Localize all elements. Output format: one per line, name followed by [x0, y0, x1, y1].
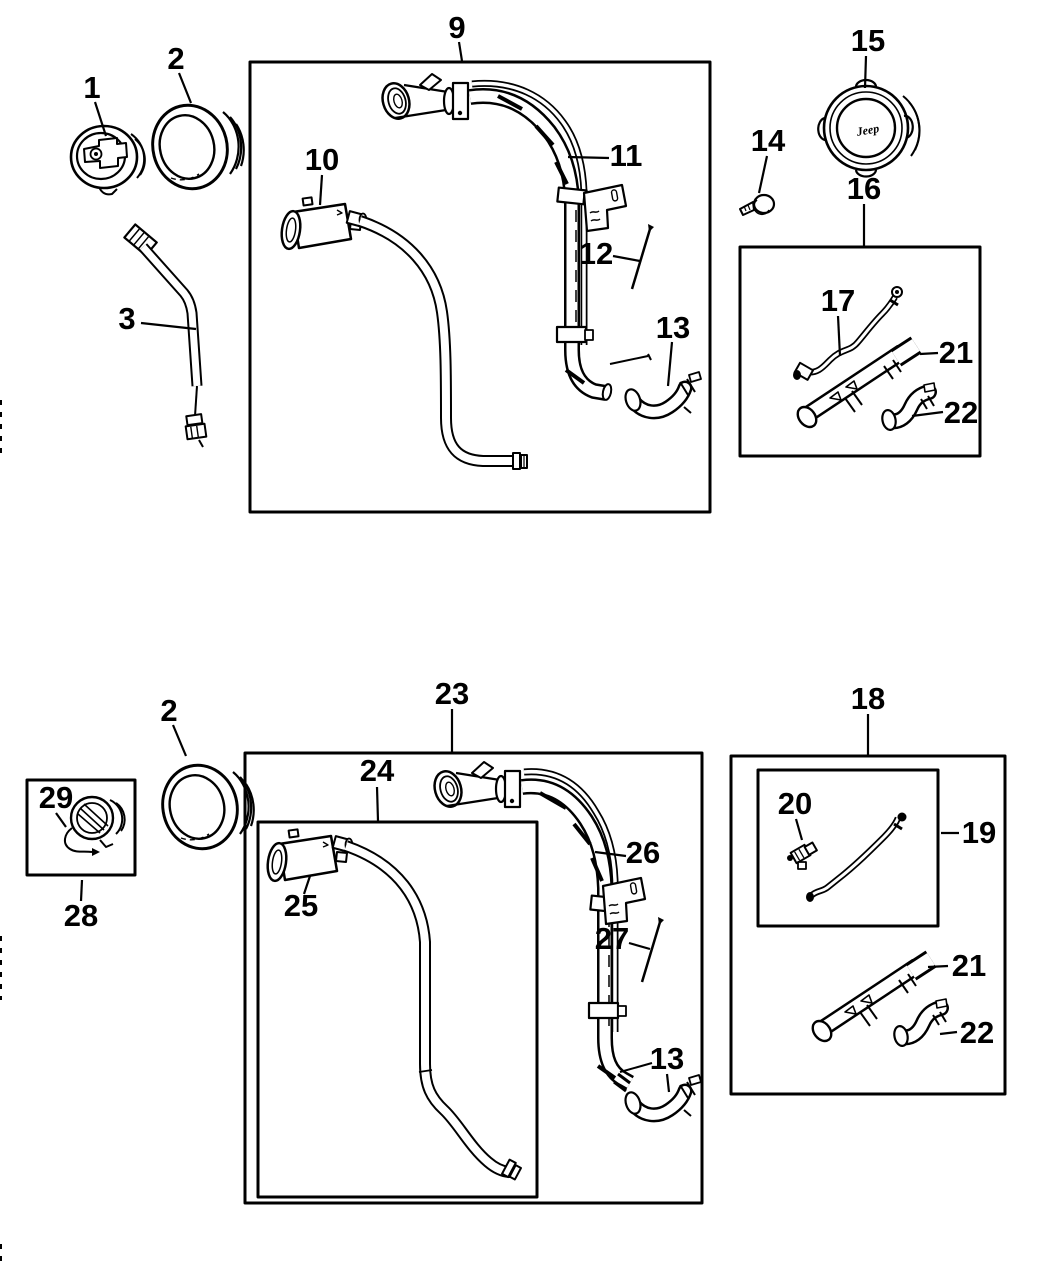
box-kit-28	[25, 778, 137, 877]
kit-28-contents	[64, 795, 126, 856]
part-17-vent-line	[793, 286, 903, 381]
part-22-elbow-hose-bottom	[893, 999, 947, 1047]
part-14-screw	[739, 193, 776, 216]
callout-1: 1	[83, 70, 100, 105]
leader-14	[757, 155, 769, 194]
box-assembly-23	[243, 751, 704, 1205]
callout-24: 24	[360, 753, 395, 788]
callout-15: 15	[851, 23, 885, 58]
leader-12	[612, 254, 641, 263]
leader-1	[93, 101, 108, 137]
part-23-filler-tube-assembly	[264, 760, 701, 1181]
part-20-connector	[787, 841, 818, 870]
leader-26	[594, 850, 627, 858]
leader-13-top	[666, 341, 674, 387]
part-13-elbow-hose-bottom	[623, 1075, 701, 1116]
part-29-cap-tether	[64, 795, 126, 856]
callout-19: 19	[962, 815, 996, 850]
kit-18-contents	[787, 812, 947, 1048]
filler-neck-mouth-bottom	[429, 760, 522, 812]
leader-20	[794, 818, 804, 841]
callout-20: 20	[778, 786, 812, 821]
leader-11	[567, 155, 610, 160]
leader-2-bottom	[171, 724, 188, 757]
part-9-filler-tube-assembly	[280, 73, 702, 470]
leader-17	[836, 315, 842, 357]
callout-10: 10	[305, 142, 339, 177]
callout-21-bottom: 21	[952, 948, 986, 983]
part-21-filler-tube-lower	[796, 336, 922, 429]
box-assembly-9	[248, 60, 712, 514]
leader-25	[302, 875, 312, 895]
callout-18: 18	[851, 681, 885, 716]
group-boxes	[25, 60, 1007, 1205]
leader-24	[375, 786, 380, 822]
part-27-rod	[640, 915, 666, 984]
cap-logo-text: Jeep	[854, 121, 880, 139]
leader-22-top	[911, 410, 944, 418]
leader-22-bottom	[939, 1030, 958, 1036]
part-2-seal-ring-bottom	[152, 755, 256, 859]
callout-labels: 1 2 3 9 10 11 12 13 14 15 16 17 21 22 2 …	[39, 10, 996, 1076]
callout-16: 16	[847, 171, 881, 206]
filler-neck-mouth	[381, 73, 470, 121]
leader-13-bottom	[665, 1073, 671, 1093]
part-10-filter-canister	[280, 196, 362, 251]
part-1-fuel-cap	[69, 124, 146, 196]
callout-11: 11	[610, 138, 643, 173]
callout-14: 14	[751, 123, 786, 158]
callout-3: 3	[118, 301, 135, 336]
callout-21-top: 21	[939, 335, 973, 370]
leader-27	[628, 941, 651, 951]
leader-15	[863, 55, 868, 89]
leader-3	[140, 321, 197, 331]
leader-21-bottom	[927, 964, 949, 969]
callout-9: 9	[448, 10, 465, 45]
callout-13-top: 13	[656, 310, 690, 345]
part-15-jeep-cap: Jeep	[817, 78, 921, 178]
callout-29: 29	[39, 780, 73, 815]
callout-26: 26	[626, 835, 660, 870]
leader-29	[55, 812, 67, 828]
part-22-elbow-hose	[881, 382, 937, 431]
callout-28: 28	[64, 898, 98, 933]
part-19-vent-line	[806, 812, 907, 902]
callout-2-bottom: 2	[160, 693, 177, 728]
mounting-bracket-bottom	[601, 876, 647, 926]
part-12-rod	[630, 224, 654, 290]
callout-23: 23	[435, 676, 469, 711]
box-sub-24	[256, 820, 539, 1199]
part-13-elbow-hose	[624, 371, 702, 420]
box-kit-18	[729, 754, 1007, 1096]
leader-28	[79, 879, 84, 902]
box-kit-16	[738, 245, 982, 458]
leader-21-top	[919, 351, 939, 356]
box-line-19	[756, 768, 940, 928]
callout-22-top: 22	[944, 395, 978, 430]
leader-lines	[55, 41, 959, 1093]
callout-22-bottom: 22	[960, 1015, 994, 1050]
leader-9	[457, 41, 464, 62]
callout-13-bottom: 13	[650, 1041, 684, 1076]
part-3-vent-hose	[123, 223, 208, 448]
kit-16-contents	[793, 286, 937, 431]
callout-12: 12	[579, 236, 613, 271]
callout-25: 25	[284, 888, 318, 923]
leader-2-top	[177, 72, 193, 104]
part-2-seal-ring	[151, 103, 245, 191]
callout-17: 17	[821, 283, 855, 318]
mounting-bracket	[582, 183, 628, 233]
leader-10	[318, 174, 324, 206]
callout-2-top: 2	[167, 41, 184, 76]
callout-27: 27	[595, 921, 629, 956]
